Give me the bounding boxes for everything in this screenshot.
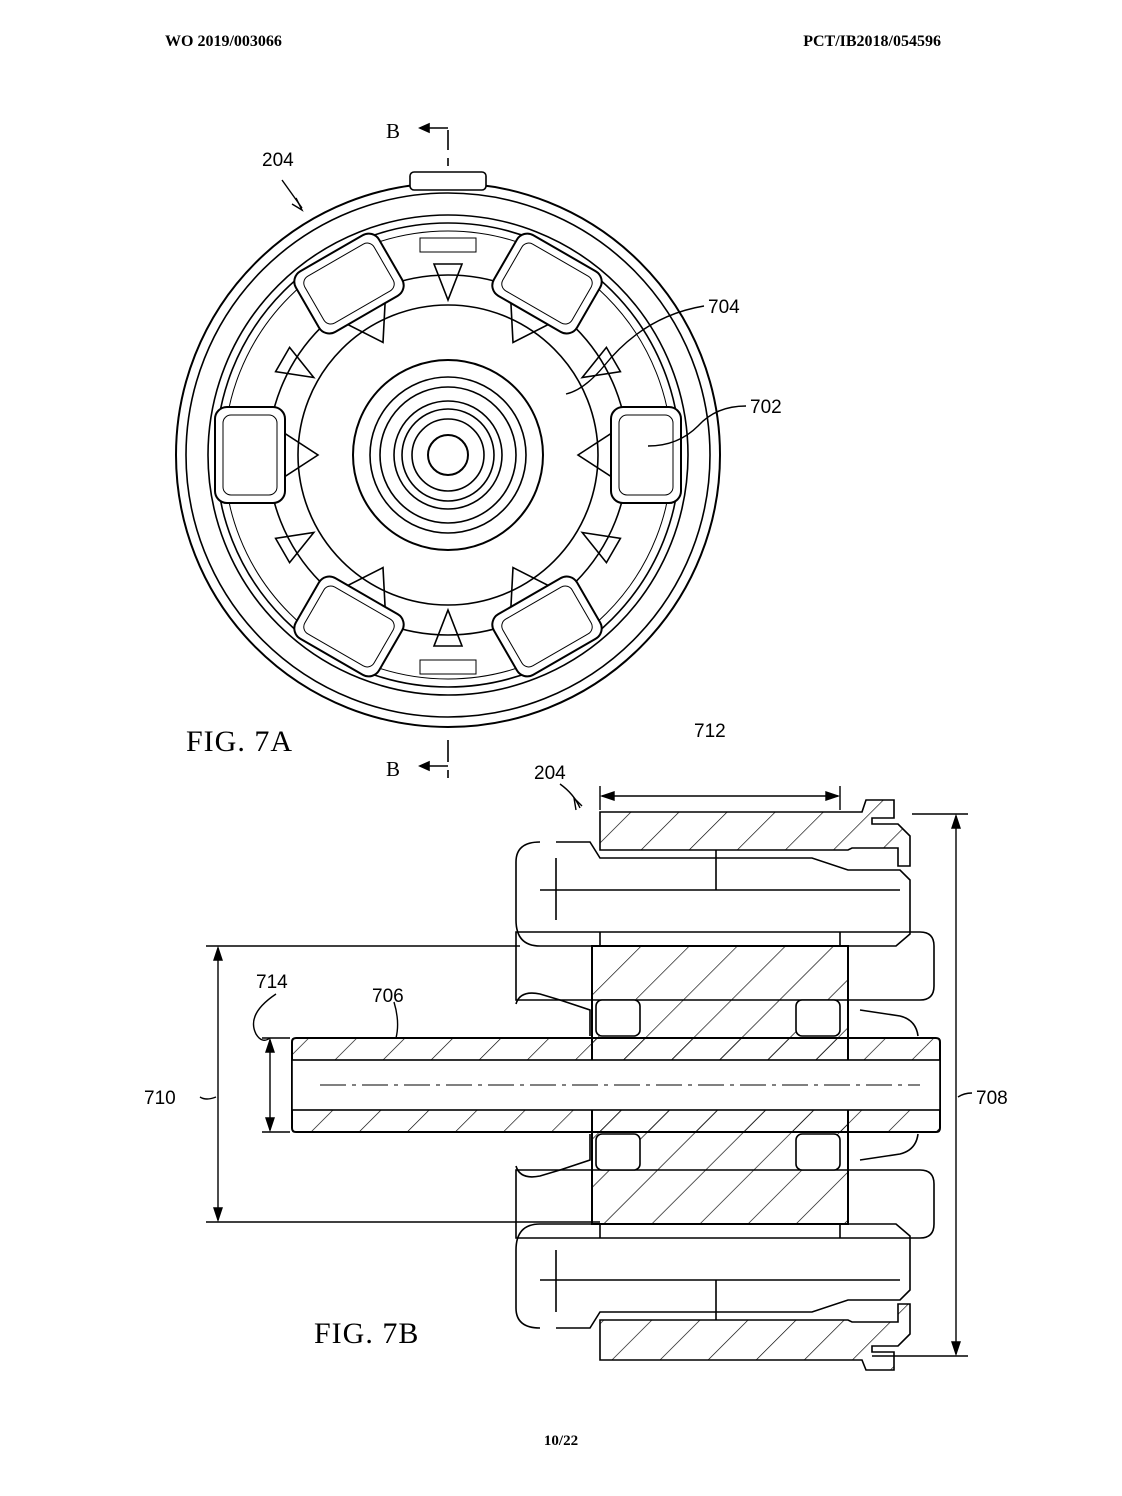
- fig7a-ref-204: 204: [262, 150, 294, 171]
- magnets: [214, 232, 682, 678]
- fig-7b-motor-section-view: [291, 799, 941, 1371]
- fig7a-ref-704: 704: [708, 297, 740, 318]
- section-label-bottom: B: [386, 757, 400, 781]
- section-label-top: B: [386, 119, 400, 143]
- fig7b-ref-710: 710: [144, 1088, 176, 1109]
- fig7b-ref-712: 712: [694, 721, 726, 742]
- publication-number: WO 2019/003066: [165, 33, 282, 50]
- fig7b-ref-706: 706: [372, 986, 404, 1007]
- fig7a-ref-702: 702: [750, 397, 782, 418]
- fig-7a-leaders: [281, 179, 747, 447]
- fig7b-ref-708: 708: [976, 1088, 1008, 1109]
- fig7b-ref-714: 714: [256, 972, 288, 993]
- page-number: 10/22: [543, 1433, 579, 1449]
- fig-7a-motor-end-view: [175, 171, 721, 728]
- fig-7b-dimensions: [199, 783, 973, 1357]
- fig-7a-caption: FIG. 7A: [186, 725, 293, 758]
- fig7b-ref-204: 204: [534, 763, 566, 784]
- fig-7b-caption: FIG. 7B: [314, 1317, 419, 1350]
- application-number: PCT/IB2018/054596: [803, 33, 941, 50]
- section-markers: [418, 122, 449, 778]
